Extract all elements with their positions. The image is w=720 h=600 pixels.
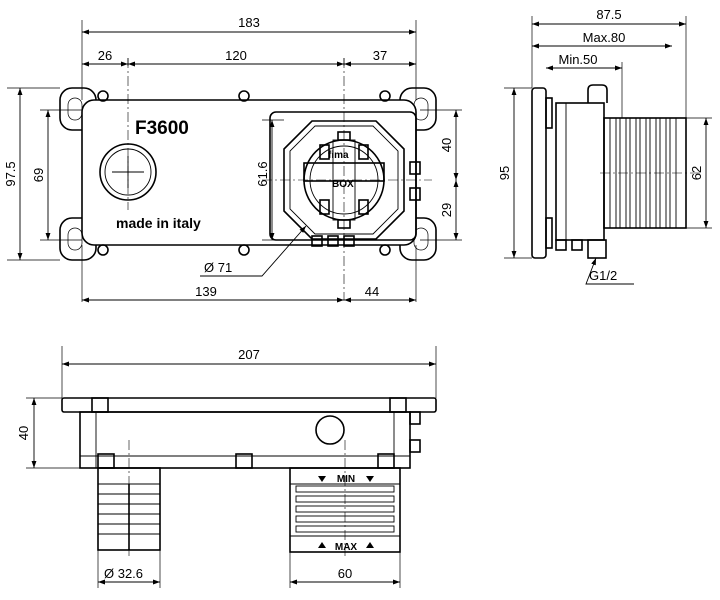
- dim-box-height: 61.6: [255, 161, 270, 186]
- logo-line-1: fima: [328, 150, 349, 161]
- side-view: 87.5 Max.80 Min.50 95 62 G1/2: [497, 7, 712, 285]
- dim-bottom-width-right: 60: [338, 566, 352, 581]
- dim-upper-right: 40: [439, 138, 454, 152]
- dim-overall-width: 183: [238, 15, 260, 30]
- dim-bottom-diameter: Ø 32.6: [104, 566, 143, 581]
- dim-overall-height: 97.5: [3, 161, 18, 186]
- min-label: MIN: [337, 474, 355, 485]
- model-label: F3600: [135, 118, 189, 139]
- bottom-body: [79, 411, 411, 469]
- dim-side-max: Max.80: [583, 30, 626, 45]
- dim-bottom-width: 207: [238, 347, 260, 362]
- front-center-lines: [127, 58, 432, 300]
- dim-lower-right: 29: [439, 203, 454, 217]
- side-body: [555, 102, 605, 241]
- logo-line-2: BOX: [332, 179, 354, 190]
- dim-side-height: 95: [497, 166, 512, 180]
- dim-side-depth: 87.5: [596, 7, 621, 22]
- side-flange: [531, 87, 547, 259]
- made-in-label: made in italy: [116, 215, 201, 231]
- dim-bottom-right: 44: [365, 284, 379, 299]
- dim-side-thread: G1/2: [589, 268, 617, 283]
- dim-diameter: Ø 71: [204, 260, 232, 275]
- dim-side-min: Min.50: [558, 52, 597, 67]
- dim-left-offset: 26: [98, 48, 112, 63]
- front-extension-lines: [7, 20, 462, 302]
- dim-inner-height: 69: [31, 168, 46, 182]
- bottom-view: MIN MAX 207 40 Ø 32.6 60: [16, 346, 437, 588]
- dim-side-body-height: 62: [689, 166, 704, 180]
- bottom-flange: [61, 397, 437, 413]
- mounting-holes: [97, 90, 391, 256]
- max-label: MAX: [335, 542, 358, 553]
- dim-center-spacing: 120: [225, 48, 247, 63]
- front-dimension-lines: [17, 29, 459, 303]
- dim-right-offset: 37: [373, 48, 387, 63]
- bottom-port: [315, 415, 345, 445]
- dim-bottom-height: 40: [16, 426, 31, 440]
- dim-bottom-left: 139: [195, 284, 217, 299]
- front-view: F3600 made in italy fima BOX: [3, 15, 462, 303]
